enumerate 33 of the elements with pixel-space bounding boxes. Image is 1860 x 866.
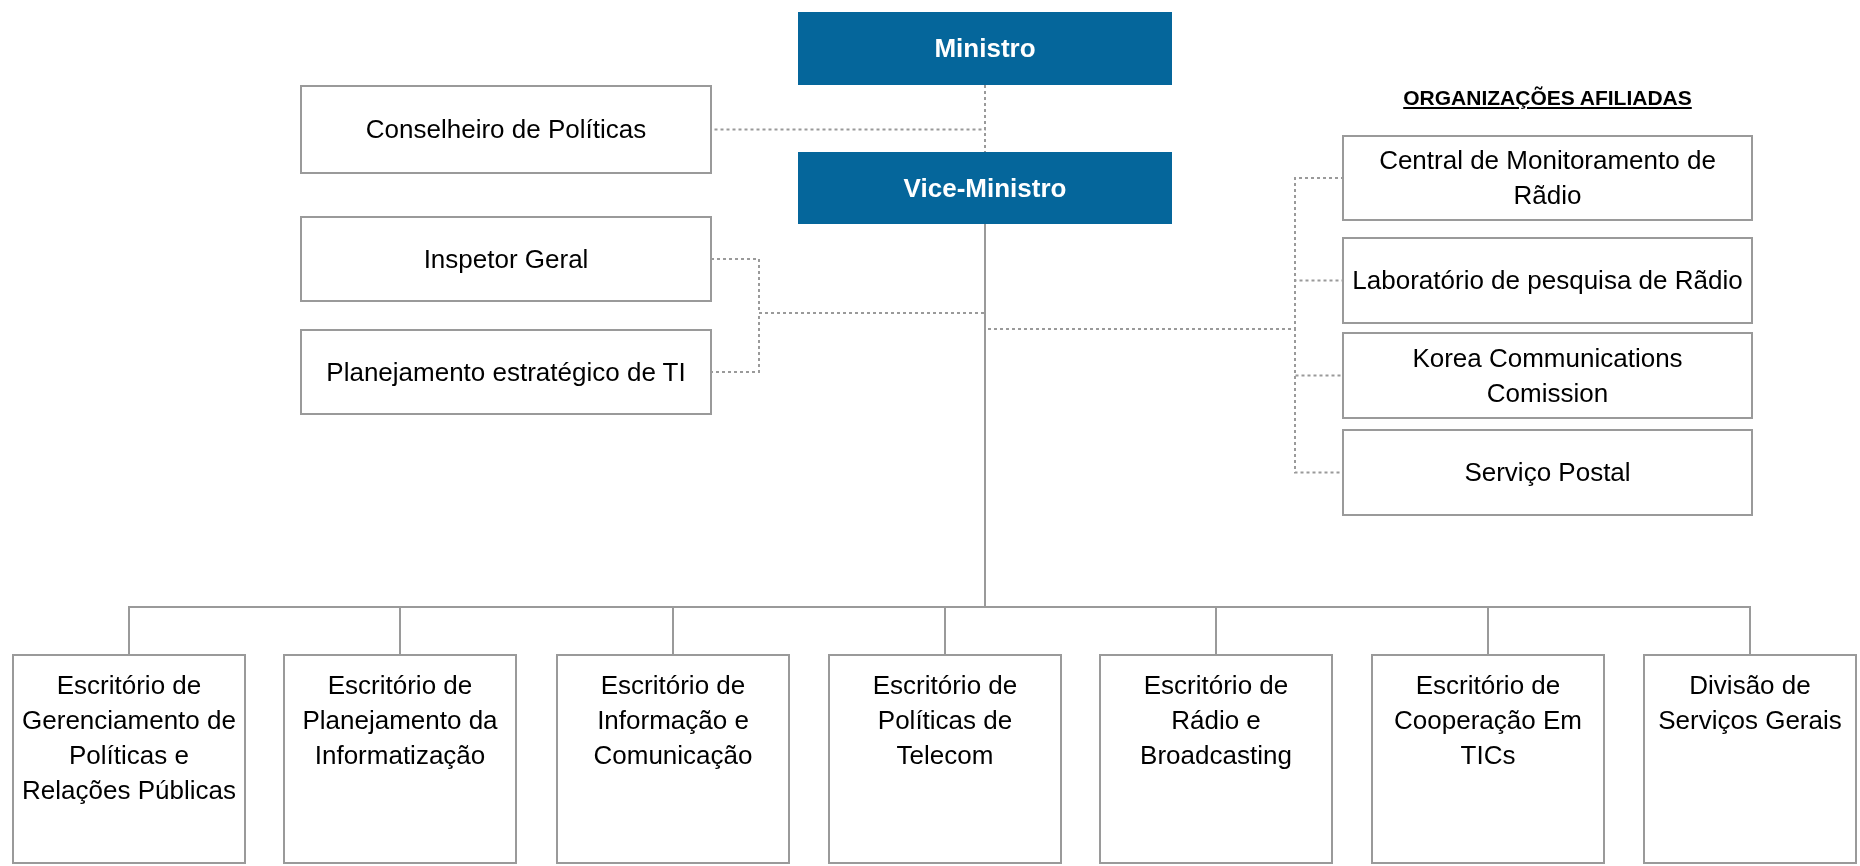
title-box [798,12,1172,85]
box-label: Planejamento estratégico de TI [326,355,686,389]
title-box [798,152,1172,224]
department-box [283,654,517,864]
box-label: Escritório de Gerenciamento de Políticas e Relações Públicas [22,669,236,807]
org-box [1342,135,1753,221]
box-label: Inspetor Geral [423,242,589,276]
box-label: Serviço Postal [1464,456,1631,489]
box-label: Laboratório de pesquisa de Rãdio [1352,264,1743,297]
box-label: Escritório de Planejamento da Informatização [301,669,499,772]
box-label: Vice-Ministro [903,171,1067,205]
org-box [1342,429,1753,516]
section-heading: ORGANIZAÇÕES AFILIADAS [1402,85,1693,111]
box-label: Escritório de Informação e Comunicação [592,669,754,772]
box-label: Korea Communications Comission [1411,341,1684,410]
department-box [556,654,790,864]
department-box [828,654,1062,864]
org-box [1342,332,1753,419]
box-label: Ministro [934,32,1036,65]
org-box [300,216,712,302]
box-label: Escritório de Rádio e Broadcasting [1139,669,1293,772]
box-label: Conselheiro de Políticas [365,113,647,146]
box-label: Escritório de Cooperação Em TICs [1393,669,1583,772]
org-box [300,329,712,415]
org-box [300,85,712,174]
department-box [12,654,246,864]
department-box [1099,654,1333,864]
box-label: Escritório de Políticas de Telecom [871,669,1019,772]
department-box [1371,654,1605,864]
box-label: Divisão de Serviços Gerais [1657,669,1843,737]
org-box [1342,237,1753,324]
department-box [1643,654,1857,864]
box-label: Central de Monitoramento de Rãdio [1378,144,1717,212]
